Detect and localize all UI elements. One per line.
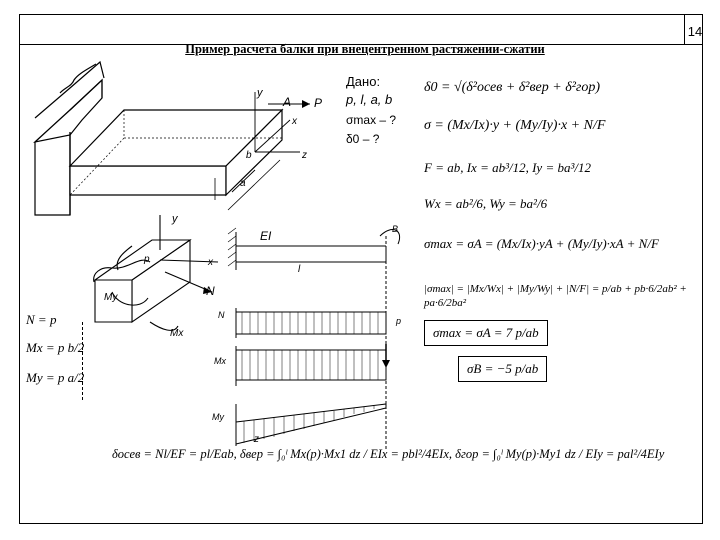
force-N: N = p [26,312,57,327]
formula-sigma-max-A: σmax = σA = (Mx/Ix)·yA + (My/Iy)·xA + N/… [424,236,659,251]
formula-delta0: δ0 = √(δ²осев + δ²вер + δ²гор) [424,80,601,95]
formula-sigma-max-abs: |σmax| = |Mx/Wx| + |My/Wy| + |N/F| = p/a… [424,283,687,309]
formula-deflections: δосев = Nl/EF = pl/Eab, δвер = ∫₀ˡ Mx(p)… [112,447,665,461]
given-label: Дано: [346,74,381,89]
given-params: p, l, a, b [346,92,393,107]
page-title: Пример расчета балки при внецентренном р… [185,42,545,56]
find-sigma-max: σmax – ? [346,113,397,127]
formula-sigma-max-result: σmax = σA = 7 p/ab [424,320,548,346]
page-frame: 14 [19,14,703,524]
header-cell-divider [684,15,685,44]
force-bracket [82,322,91,400]
force-My: My = p a/2 [26,370,85,385]
formula-sigma-B-result: σB = −5 p/ab [458,356,548,382]
find-delta-0: δ0 – ? [346,132,380,146]
formula-sigma: σ = (Mx/Ix)·y + (My/Iy)·x + N/F [424,118,606,133]
formula-section-moduli: Wx = ab²/6, Wy = ba²/6 [424,196,548,211]
force-Mx: Mx = p b/2 [26,340,85,355]
page-number: 14 [687,24,703,39]
formula-area-inertia: F = ab, Ix = ab³/12, Iy = ba³/12 [424,160,591,175]
header-rule [20,44,702,45]
